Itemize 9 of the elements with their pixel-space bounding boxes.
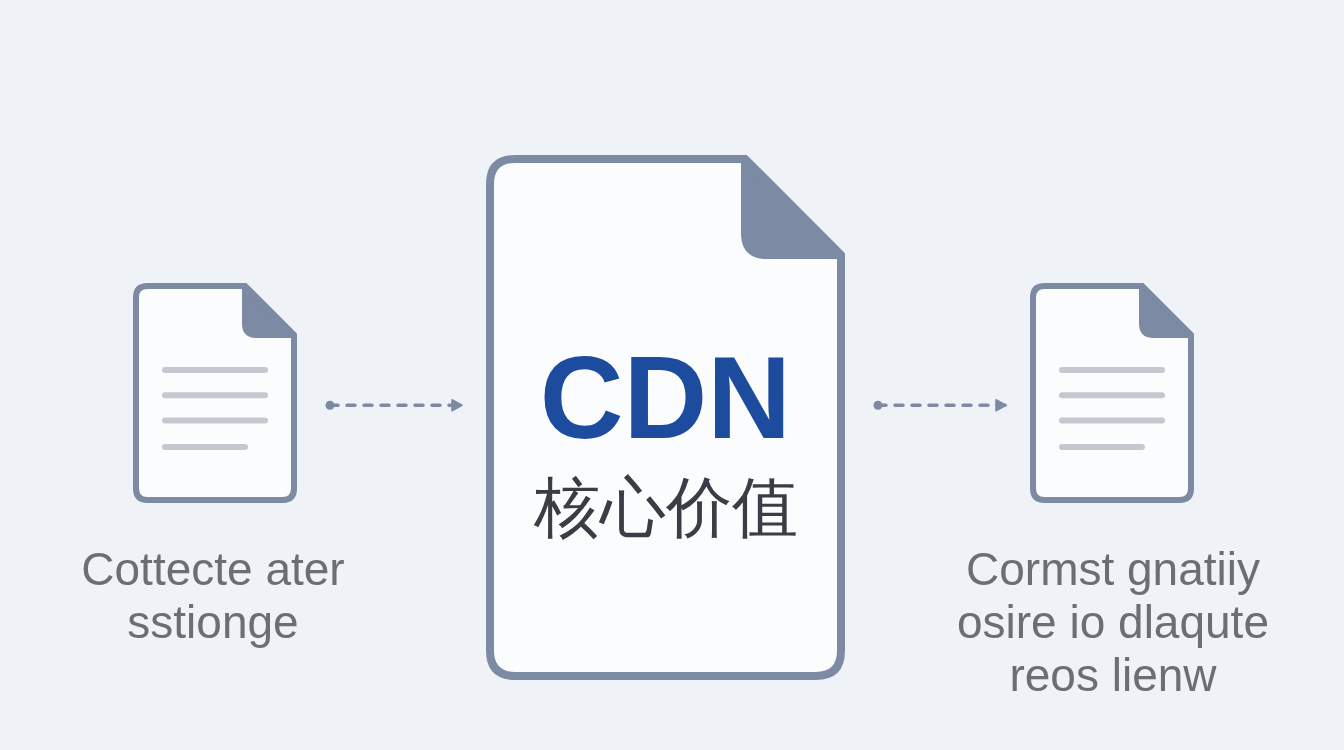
subheading-text: 核心价值 — [533, 474, 798, 540]
caption-text: Cormst gnatiiy osire io dlaqute reos lienw — [956, 543, 1270, 702]
heading-text: CDN — [539, 340, 792, 456]
document-card — [486, 155, 845, 680]
dashed-arrow — [325, 399, 463, 412]
document-icon — [133, 283, 297, 503]
caption-text: Cottecte ater sstionge — [80, 543, 346, 649]
dashed-arrow — [873, 399, 1007, 412]
document-icon — [1030, 283, 1194, 503]
